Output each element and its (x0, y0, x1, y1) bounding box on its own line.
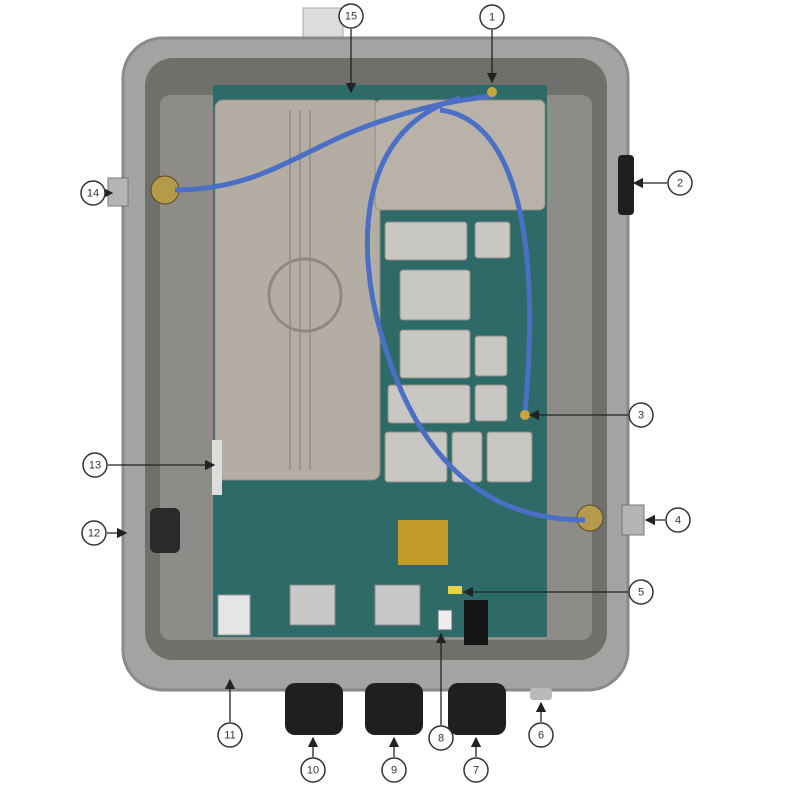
callout-circle (381, 757, 407, 783)
callout-circle (628, 402, 654, 428)
callout-circle (665, 507, 691, 533)
callout-10: 10 (300, 736, 326, 783)
dc-jack (464, 600, 488, 645)
header-connector (437, 609, 453, 631)
callout-number: 12 (88, 528, 100, 540)
cable-glands (285, 683, 506, 735)
callout-11: 11 (217, 678, 243, 748)
callout-number: 5 (638, 587, 644, 599)
status-led (448, 586, 462, 594)
callout-circle (217, 722, 243, 748)
callout-circle (81, 520, 107, 546)
flex-connector (212, 440, 222, 495)
callout-number: 6 (538, 730, 544, 742)
rf-modules (384, 221, 533, 483)
callout-5: 5 (462, 579, 654, 605)
callout-13: 13 (82, 452, 216, 478)
callout-circle (82, 452, 108, 478)
callout-circle (80, 180, 106, 206)
callout-number: 10 (307, 765, 319, 777)
transformer (398, 520, 448, 565)
callout-circle (667, 170, 693, 196)
callout-circle (628, 579, 654, 605)
callout-circle (428, 725, 454, 751)
ground-screw (530, 688, 552, 700)
callout-number: 13 (89, 460, 101, 472)
callout-2: 2 (632, 170, 693, 196)
n-connector-right (621, 504, 645, 536)
callout-number: 11 (224, 730, 235, 742)
logo-emboss (267, 257, 343, 333)
rj45-port-2 (374, 584, 421, 626)
callout-number: 8 (438, 733, 444, 745)
callout-7: 7 (463, 736, 489, 783)
metal-shield (214, 99, 381, 481)
callout-number: 7 (473, 765, 479, 777)
callout-circle (463, 757, 489, 783)
callout-9: 9 (381, 736, 407, 783)
callout-number: 14 (87, 188, 99, 200)
callout-number: 15 (345, 11, 357, 23)
rf-cable-3 (439, 107, 533, 413)
callout-number: 3 (638, 410, 644, 422)
callout-number: 1 (489, 12, 495, 24)
mounting-boss (150, 508, 180, 553)
rj45-port-1 (289, 584, 336, 626)
callout-15: 15 (338, 3, 364, 94)
callout-4: 4 (644, 507, 691, 533)
breather-vent (618, 155, 634, 215)
sma-connector-pcb (520, 410, 530, 420)
callout-circle (528, 722, 554, 748)
rf-cable-2 (364, 95, 586, 523)
callout-circle (338, 3, 364, 29)
callout-1: 1 (479, 4, 505, 84)
sma-bulkhead-left (150, 175, 180, 205)
callout-number: 9 (391, 765, 397, 777)
callout-number: 2 (677, 178, 683, 190)
callout-3: 3 (528, 402, 654, 428)
n-connector-left (107, 177, 129, 207)
callout-14: 14 (80, 180, 114, 206)
callout-8: 8 (428, 632, 454, 751)
usb-port (217, 594, 251, 636)
callout-12: 12 (81, 520, 128, 546)
shield-ribs (289, 110, 311, 470)
callout-number: 4 (675, 515, 681, 527)
sma-connector-top (487, 87, 497, 97)
rf-cable-1 (174, 92, 496, 193)
callout-circle (479, 4, 505, 30)
callout-circle (300, 757, 326, 783)
callout-6: 6 (528, 701, 554, 748)
